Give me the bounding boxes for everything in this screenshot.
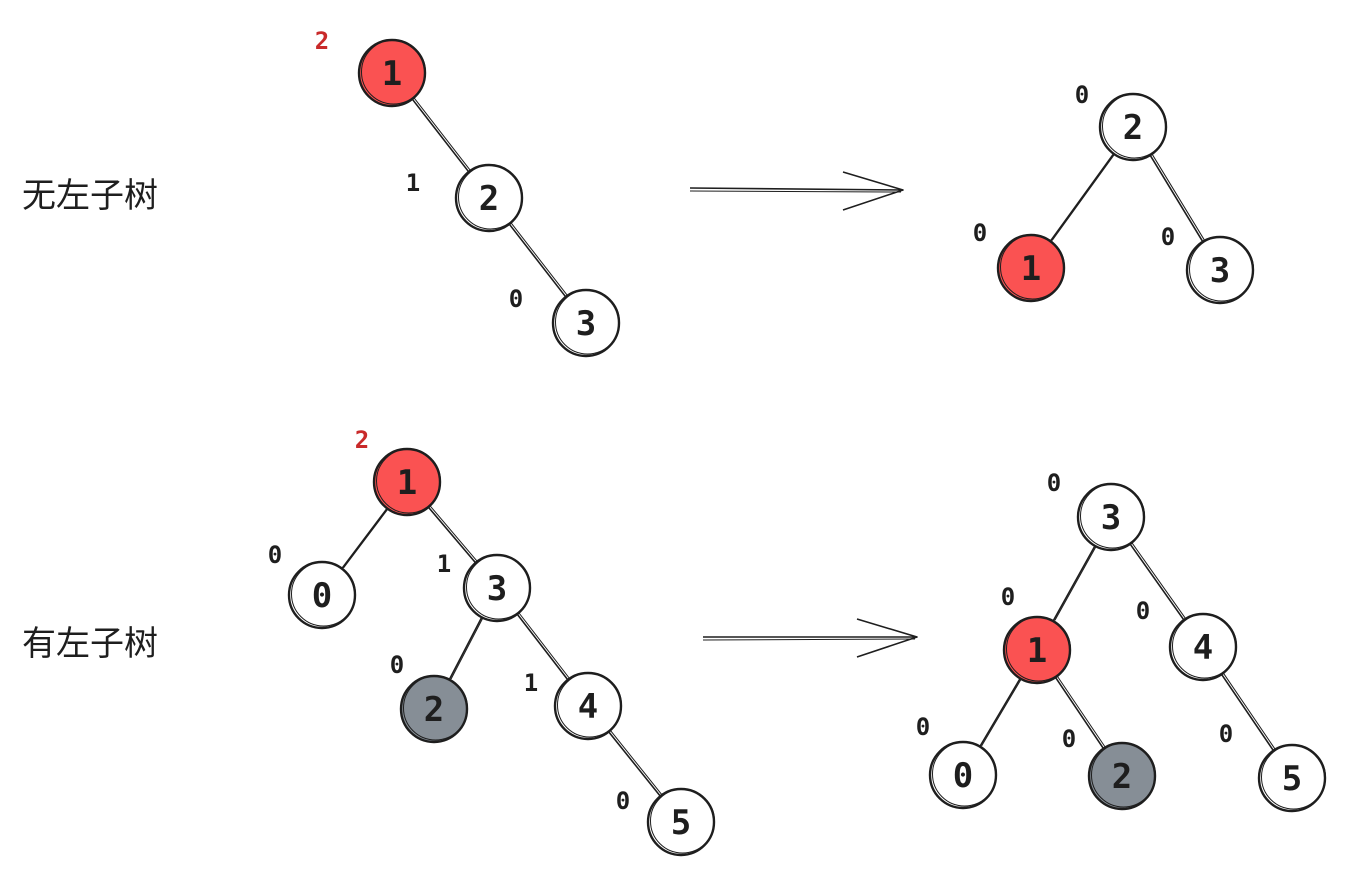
node-value: 1 [397, 463, 417, 503]
node-value: 5 [671, 803, 691, 843]
node-value: 1 [382, 54, 402, 94]
node-value: 2 [1123, 108, 1143, 148]
tree-node-sketch-outline [1091, 742, 1156, 808]
balance-factor: 1 [406, 169, 420, 197]
tree-node-sketch-outline [291, 561, 356, 627]
tree-edge [979, 677, 1021, 748]
balance-factor: 2 [355, 426, 369, 454]
balance-factor: 0 [1219, 720, 1233, 748]
tree-edge [448, 616, 483, 681]
balance-factor: 0 [916, 713, 930, 741]
balance-factor: 0 [973, 219, 987, 247]
tree-node-sketch-outline [1172, 613, 1237, 679]
arrow-icon-head [842, 171, 904, 211]
arrow-icon-head [856, 618, 918, 658]
tree-edge-sketch [610, 730, 663, 796]
balance-factor: 0 [1001, 583, 1015, 611]
tree-node-sketch-outline [466, 554, 531, 620]
node-value: 4 [1193, 628, 1213, 668]
node-value: 3 [576, 304, 596, 344]
balance-factor: 0 [268, 541, 282, 569]
balance-factor: 0 [616, 787, 630, 815]
tree-node-sketch-outline [361, 39, 426, 105]
case-title-with-left-subtree: 有左子树 [22, 624, 158, 664]
node-value: 2 [424, 690, 444, 730]
case-title-no-left-subtree: 无左子树 [22, 176, 158, 216]
tree-node-sketch-outline [458, 164, 523, 230]
tree-edge [1220, 673, 1275, 752]
tree-edge [1149, 154, 1204, 243]
tree-edge-sketch [429, 505, 479, 563]
tree-edge-sketch [343, 506, 390, 569]
tree-node-sketch-outline [1080, 483, 1145, 549]
tree-edge [607, 730, 662, 798]
node-value: 0 [953, 756, 973, 796]
tree-edge [508, 223, 567, 298]
node-value: 2 [479, 179, 499, 219]
tree-edge-sketch [981, 676, 1023, 747]
node-value: 1 [1027, 631, 1047, 671]
tree-node-sketch-outline [1006, 616, 1071, 682]
balance-factor: 0 [1136, 597, 1150, 625]
tree-node-sketch-outline [1102, 93, 1167, 159]
tree-edge-sketch [518, 612, 571, 680]
node-value: 3 [1101, 498, 1121, 538]
node-value: 2 [1112, 757, 1132, 797]
tree-node-sketch-outline [555, 289, 620, 355]
balance-factor: 0 [1062, 725, 1076, 753]
tree-edge-sketch [510, 222, 569, 297]
arrow-icon-shaft-sketch [702, 638, 916, 641]
tree-edge [427, 506, 477, 564]
tree-edge [341, 507, 388, 570]
node-value: 0 [312, 576, 332, 616]
tree-node-sketch-outline [1000, 234, 1065, 300]
balance-factor: 1 [437, 550, 451, 578]
tree-edge [516, 613, 569, 681]
balance-factor: 0 [509, 285, 523, 313]
tree-edge-sketch [1051, 152, 1117, 241]
balance-factor: 0 [1161, 223, 1175, 251]
tree-edge-sketch [1054, 544, 1098, 621]
arrow-icon-shaft [689, 187, 904, 191]
tree-node-sketch-outline [1189, 236, 1254, 302]
tree-edge-sketch [413, 97, 472, 172]
tree-node-sketch-outline [403, 675, 468, 741]
tree-node-sketch-outline [557, 672, 622, 738]
tree-node-sketch-outline [376, 448, 441, 514]
balance-factor: 1 [524, 669, 538, 697]
tree-node-sketch-outline [932, 741, 997, 807]
node-value: 3 [1210, 251, 1230, 291]
tree-edge [1049, 152, 1115, 243]
tree-edge [1054, 676, 1105, 750]
balance-factor: 0 [1047, 469, 1061, 497]
node-value: 3 [487, 569, 507, 609]
tree-edge-sketch [1056, 675, 1107, 749]
tree-node-sketch-outline [1261, 744, 1326, 810]
tree-node-sketch-outline [650, 788, 715, 854]
tree-edge-sketch [450, 615, 485, 680]
tree-edge [1129, 543, 1185, 621]
node-value: 5 [1282, 759, 1302, 799]
tree-edge [1052, 545, 1096, 622]
tree-edge-sketch [1223, 672, 1276, 751]
balance-factor: 0 [1075, 81, 1089, 109]
tree-edge [411, 98, 470, 173]
balance-factor: 0 [390, 651, 404, 679]
arrow-icon-shaft-sketch [689, 190, 902, 193]
node-value: 4 [578, 687, 598, 727]
balance-factor: 2 [315, 27, 329, 55]
tree-edge-sketch [1131, 542, 1187, 620]
tree-edge-sketch [1151, 153, 1206, 242]
node-value: 1 [1021, 249, 1041, 289]
